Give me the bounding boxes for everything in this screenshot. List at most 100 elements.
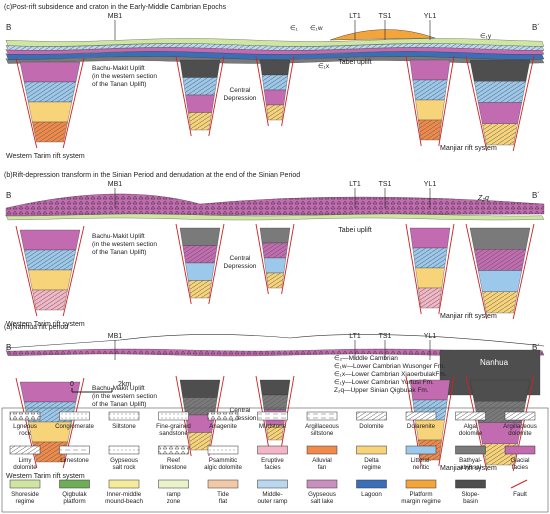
central-graben-east-hatch [266, 105, 284, 120]
west-graben-fault [15, 225, 38, 317]
east-graben-1-layer [409, 59, 451, 81]
western-tarim-rift-label: Western Tarim rift system [6, 473, 85, 480]
central-graben-east-fault [255, 375, 269, 447]
legend-swatch-pattern [356, 412, 387, 420]
legend-swatch [108, 479, 140, 489]
legend-label: dolomite [459, 430, 483, 437]
legend-swatch-pattern [59, 446, 90, 454]
legend-label: Lgneous [13, 423, 37, 430]
legend-label: Glacial [511, 457, 530, 464]
legend-label: salt rock [112, 464, 136, 471]
legend-label: basin [463, 498, 478, 505]
stratum-glacial-pattern [6, 349, 544, 356]
panel-b: (b)Rift-depression transform in the Sini… [4, 172, 545, 328]
legend-label: Siltstone [112, 423, 136, 430]
legend-label: abyssal [460, 464, 481, 471]
legend-label: Argillaceous [503, 423, 537, 430]
unit-label: ∈₁y [480, 33, 492, 40]
bachu-makit-uplift-label: Bachu-Makit Uplift [92, 65, 145, 72]
central-graben-west-hatch [188, 280, 212, 298]
well-label-ts1: TS1 [379, 333, 392, 340]
central-graben-east-fault [255, 55, 269, 127]
legend-swatch-pattern [158, 446, 189, 454]
explanation-line: Z₂q—Upper Sinian Qigbulak Fm. [334, 387, 429, 394]
legend-label: Alluvial [312, 457, 332, 464]
section-end-left: B [6, 191, 11, 200]
legend-swatch-pattern [158, 412, 189, 420]
legend-swatch [405, 445, 437, 455]
legend-label: outer ramp [258, 498, 288, 505]
west-graben-hatch [32, 122, 68, 142]
legend-swatch [504, 445, 536, 455]
legend-swatch [455, 479, 486, 489]
central-depression-label: Depression [224, 415, 257, 422]
east-graben-2-layer [469, 379, 531, 402]
east-graben-1-fault [438, 223, 455, 315]
legend-swatch [9, 479, 41, 489]
explanation-line: ∈₁y—Lower Cambrian Yurtusi Fm. [334, 379, 434, 386]
legend-label: Fault [513, 491, 527, 498]
legend-label: facies [512, 464, 528, 471]
legend-frame [1, 407, 549, 513]
east-graben-1-fault [438, 55, 455, 147]
legend-swatch [356, 445, 387, 455]
panels: (c)Post-rift subsidence and craton in th… [4, 4, 545, 480]
well-label-yl1: YL1 [424, 13, 437, 20]
east-graben-1-layer [415, 267, 445, 289]
section-end-right: B´ [532, 23, 540, 32]
east-graben-2-fault [465, 223, 488, 320]
legend-label: sandstone [159, 430, 188, 437]
central-graben-east-hatch [262, 243, 288, 258]
unit-label: ∈₁w [310, 25, 323, 32]
well-label-yl1: YL1 [424, 333, 437, 340]
bachu-makit-uplift-label: of the Tanan Uplift) [92, 401, 146, 408]
east-graben-2-layer [478, 270, 522, 292]
legend-swatch [59, 479, 90, 489]
well-label-ts1: TS1 [379, 13, 392, 20]
east-graben-2-layer [478, 102, 522, 124]
legend-label: Fine-grained [156, 423, 191, 430]
legend-label: mound-beach [105, 498, 143, 505]
legend-swatch [257, 479, 288, 489]
legend-swatch-pattern [208, 446, 238, 454]
central-graben-west-layer [179, 379, 221, 398]
west-graben-layer [28, 101, 72, 123]
central-graben-west-layer [179, 59, 221, 78]
legend-label: dolomite [13, 464, 37, 471]
central-graben-east-layer [259, 59, 291, 76]
legend-label: Lagoon [361, 491, 382, 498]
legend-label: regime [16, 498, 35, 505]
east-graben-1-fault [438, 375, 455, 467]
east-graben-2-layer [469, 59, 531, 82]
legend-label: Algal [464, 423, 478, 430]
legend-label: zone [167, 498, 181, 505]
legend-label: Platform [409, 491, 432, 498]
east-graben-1-fault [405, 223, 422, 315]
legend-label: Gypseous [308, 491, 336, 498]
legend-label: Dolomite [359, 423, 384, 430]
well-label-mb1: MB1 [108, 333, 123, 340]
legend-label: Eruptive [261, 457, 284, 464]
legend-label: Argillaceous [305, 423, 339, 430]
central-graben-east-layer [263, 89, 287, 106]
central-depression-label: Central [230, 255, 252, 262]
legend-label: neritic [413, 464, 430, 471]
legend-swatch [455, 445, 486, 455]
west-graben-layer [28, 269, 72, 291]
well-label-mb1: MB1 [108, 13, 123, 20]
west-graben-hatch [32, 290, 68, 310]
explanation-line: ∈₁w—Lower Cambrian Wusonger Fm. [334, 363, 445, 370]
legend-label: Bathyal- [459, 457, 482, 464]
legend-swatch-pattern [455, 412, 486, 420]
west-graben-layer [19, 61, 81, 83]
central-graben-west-hatch [182, 245, 218, 263]
legend-swatch-pattern [307, 412, 337, 420]
east-graben-2-hatch [474, 249, 526, 271]
legend-swatch-pattern [10, 446, 40, 454]
east-graben-2-hatch [482, 123, 518, 145]
east-graben-1-layer [409, 227, 451, 249]
section-end-right: B´ [532, 191, 540, 200]
